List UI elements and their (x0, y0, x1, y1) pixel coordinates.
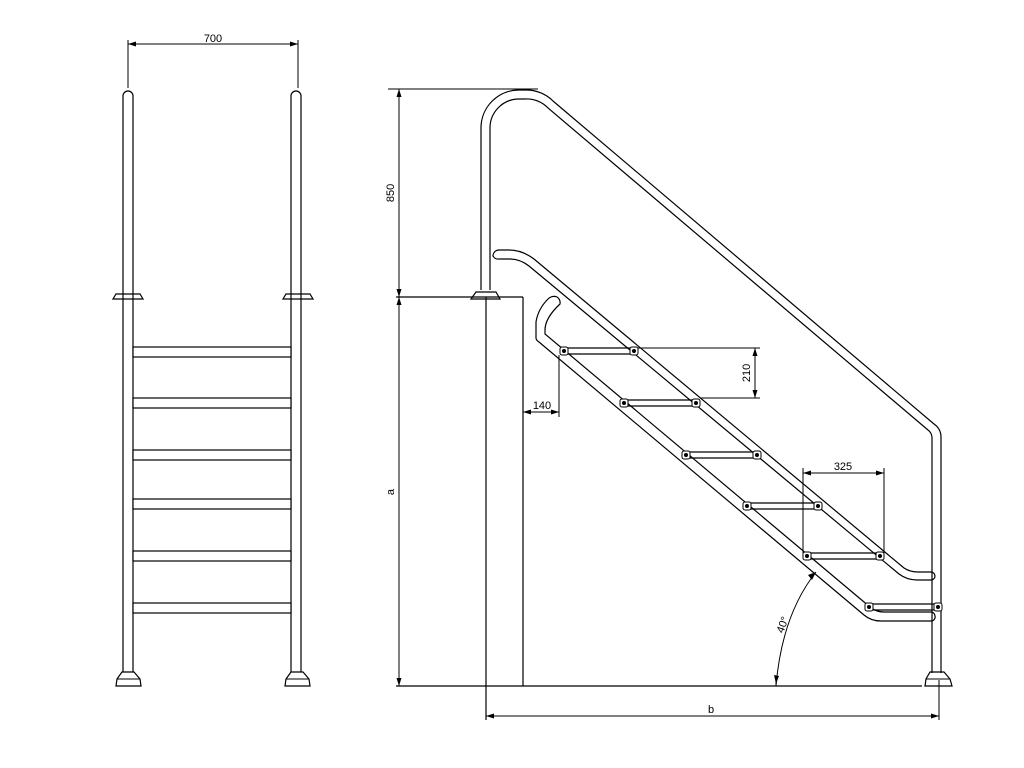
dimension-angle-label: 40° (775, 615, 792, 635)
dimension-step-offset: 140 (523, 355, 560, 417)
side-treads (559, 346, 943, 612)
side-tread (681, 450, 762, 460)
dimension-step-rise: 210 (638, 347, 760, 399)
dimension-a-label: a (385, 488, 397, 495)
dimension-140-label: 140 (533, 400, 551, 412)
main-handrail (480, 89, 942, 673)
dimension-b-label: b (708, 704, 714, 716)
upper-stringer (492, 249, 936, 581)
front-view: 700 (111, 33, 315, 687)
side-view: 850 a b (385, 88, 953, 720)
front-tread (132, 602, 292, 614)
deck-flange (469, 291, 502, 300)
dimension-height: 850 a (385, 88, 538, 686)
front-tread (132, 346, 292, 358)
left-deck-flange (111, 293, 145, 300)
side-tread (802, 551, 885, 561)
dimension-step-depth: 325 (802, 461, 885, 553)
right-deck-flange (281, 293, 315, 300)
dimension-width: 700 (127, 33, 299, 88)
side-tread (559, 346, 639, 356)
front-tread (132, 498, 292, 510)
dimension-325-label: 325 (834, 461, 852, 473)
side-tread (619, 398, 701, 408)
side-tread (742, 501, 823, 511)
dimension-850-label: 850 (385, 184, 397, 202)
lower-stringer (535, 295, 936, 622)
front-tread (132, 550, 292, 562)
front-treads (132, 346, 292, 614)
dimension-base: b (486, 680, 940, 720)
right-post (290, 90, 302, 672)
side-tread (864, 602, 943, 612)
front-tread (132, 397, 292, 409)
pool-wall (396, 296, 524, 720)
dimension-angle: 40° (774, 571, 817, 687)
dimension-width-label: 700 (204, 33, 222, 45)
front-tread (132, 449, 292, 461)
left-post (122, 90, 134, 672)
dimension-210-label: 210 (741, 364, 753, 382)
